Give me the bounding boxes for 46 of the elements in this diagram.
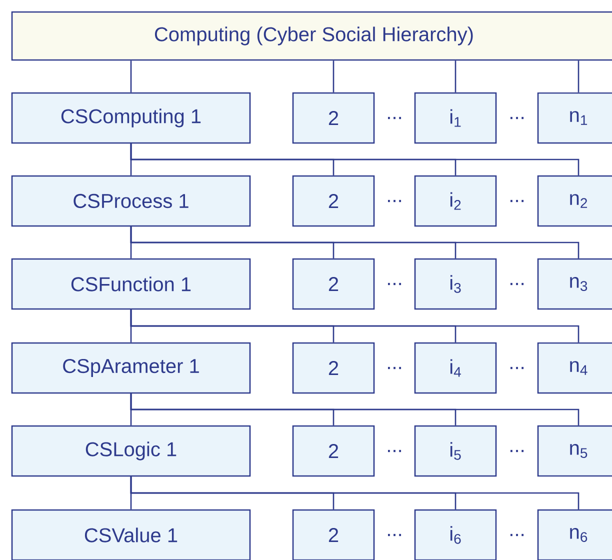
ellipsis-label: ... bbox=[388, 450, 402, 452]
hierarchy-box: 2 bbox=[292, 509, 375, 560]
hierarchy-box: CSFunction 1 bbox=[11, 258, 251, 310]
hierarchy-box: n$_{4}$ bbox=[537, 342, 612, 394]
connector-line bbox=[130, 60, 132, 92]
hierarchy-box: 2 bbox=[292, 425, 375, 477]
hierarchy-box: CSpArameter 1 bbox=[11, 342, 251, 394]
connector-line bbox=[130, 394, 580, 426]
ellipsis-label: ... bbox=[510, 116, 524, 120]
connector-line bbox=[578, 60, 580, 92]
hierarchy-box: 2 bbox=[292, 175, 375, 227]
connector-line bbox=[130, 310, 580, 342]
ellipsis-label: ... bbox=[388, 200, 402, 202]
ellipsis-label: ... bbox=[510, 200, 524, 202]
hierarchy-box: n$_{6}$ bbox=[537, 509, 612, 560]
hierarchy-box: n$_{3}$ bbox=[537, 258, 612, 310]
ellipsis-label: ... bbox=[510, 450, 524, 452]
connector-line bbox=[130, 144, 580, 176]
hierarchy-box: i$_{5}$ bbox=[414, 425, 497, 477]
hierarchy-box: n$_{2}$ bbox=[537, 175, 612, 227]
connector-line bbox=[130, 226, 580, 258]
ellipsis-label: ... bbox=[388, 116, 402, 120]
title-box: Computing (Cyber Social Hierarchy) bbox=[11, 11, 612, 61]
hierarchy-box: i$_{3}$ bbox=[414, 258, 497, 310]
ellipsis-label: ... bbox=[510, 282, 524, 286]
ellipsis-label: ... bbox=[510, 366, 524, 370]
hierarchy-box: CSLogic 1 bbox=[11, 425, 251, 477]
hierarchy-box: CSComputing 1 bbox=[11, 92, 251, 144]
hierarchy-box: 2 bbox=[292, 258, 375, 310]
ellipsis-label: ... bbox=[388, 534, 402, 536]
hierarchy-box: CSProcess 1 bbox=[11, 175, 251, 227]
hierarchy-box: CSValue 1 bbox=[11, 509, 251, 560]
ellipsis-label: ... bbox=[388, 282, 402, 286]
hierarchy-box: n$_{5}$ bbox=[537, 425, 612, 477]
connector-line bbox=[332, 60, 334, 92]
hierarchy-box: i$_{6}$ bbox=[414, 509, 497, 560]
ellipsis-label: ... bbox=[388, 366, 402, 370]
hierarchy-box: 2 bbox=[292, 342, 375, 394]
connector-line bbox=[454, 60, 456, 92]
hierarchy-box: i$_{1}$ bbox=[414, 92, 497, 144]
hierarchy-box: i$_{2}$ bbox=[414, 175, 497, 227]
hierarchy-box: i$_{4}$ bbox=[414, 342, 497, 394]
hierarchy-box: n$_{1}$ bbox=[537, 92, 612, 144]
ellipsis-label: ... bbox=[510, 534, 524, 536]
hierarchy-box: 2 bbox=[292, 92, 375, 144]
connector-line bbox=[130, 476, 580, 510]
